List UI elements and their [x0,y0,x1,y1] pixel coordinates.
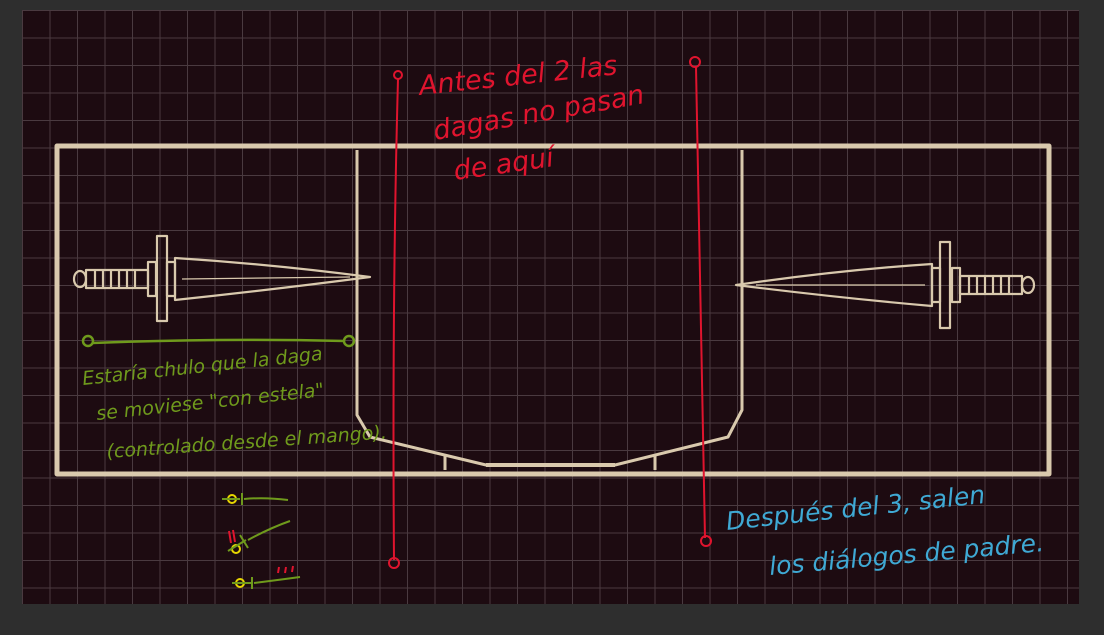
red-note: Antes del 2 las dagas no pasan de aquí [416,50,647,187]
red-note-line3: de aquí [452,142,559,187]
drawing-canvas[interactable] [22,10,1079,604]
blue-note-line2: los diálogos de padre. [768,528,1045,581]
green-note-line3: (controlado desde el mango). [106,421,388,463]
blue-note: Después del 3, salen los diálogos de pad… [725,480,1045,581]
dagger-icon [734,240,1036,330]
green-note: Estaría chulo que la daga se moviese "co… [81,343,387,463]
red-boundary-markers [388,56,712,569]
dagger-step-icon [222,493,289,505]
green-note-line2: se moviese "con estela" [95,379,325,425]
dagger-step-icon [232,565,301,589]
arena-frame [54,143,1052,477]
dagger-icon [72,234,372,323]
green-marker-line [81,334,356,348]
dagger-step-icon [227,520,291,554]
center-pit [355,150,744,470]
blue-note-line1: Después del 3, salen [725,480,987,536]
